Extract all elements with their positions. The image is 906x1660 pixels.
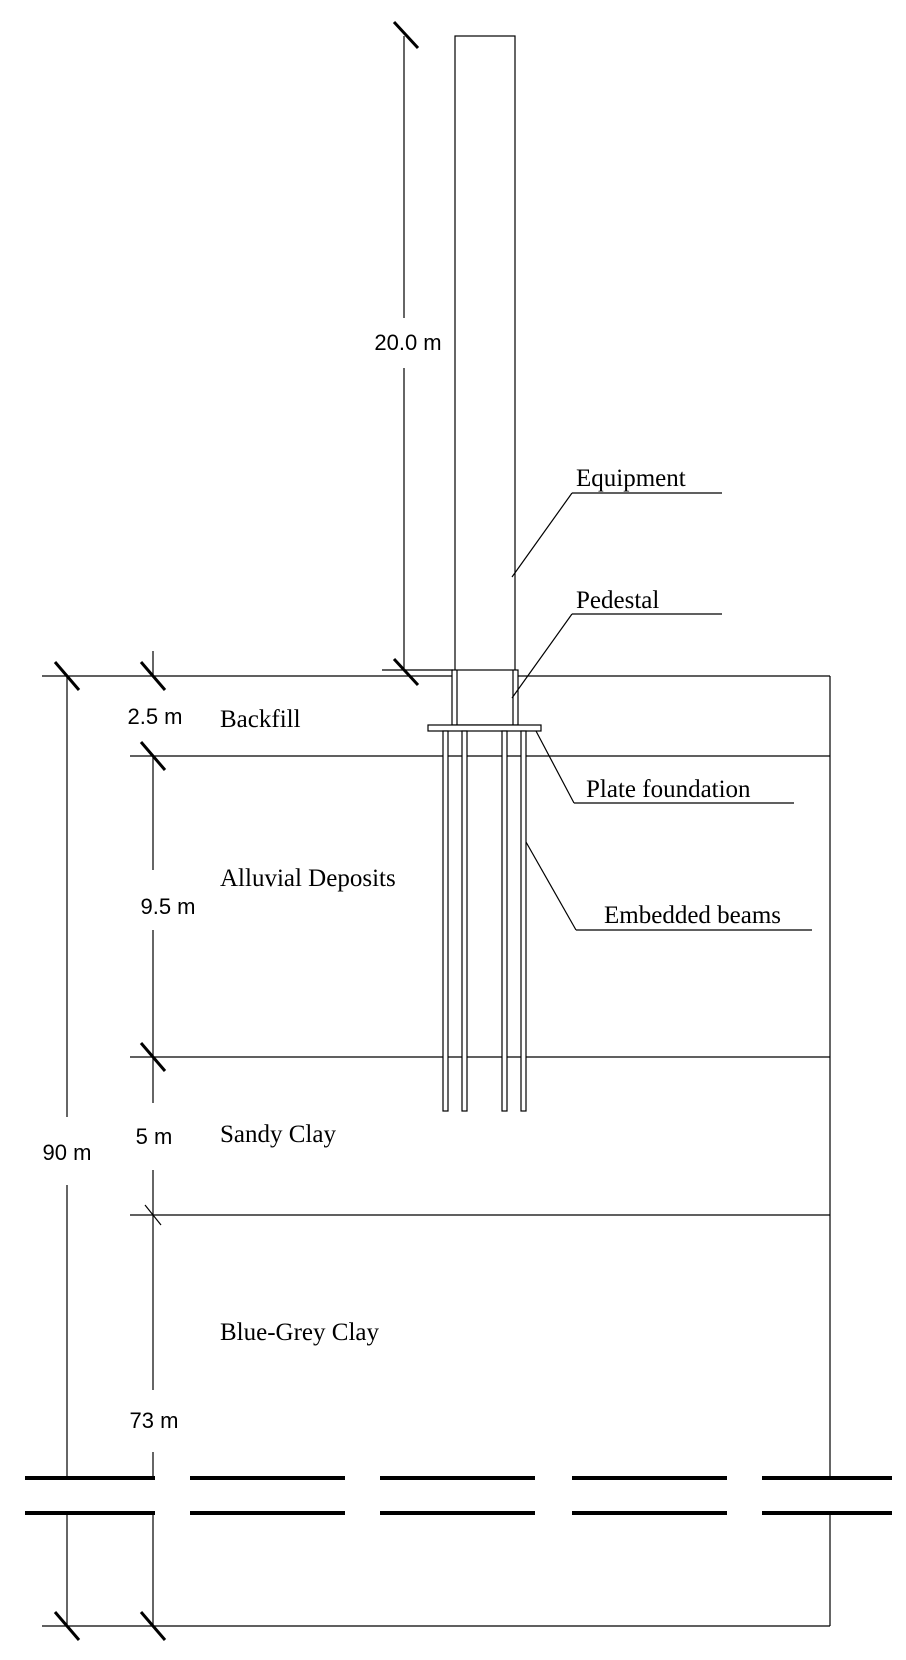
dimension-label-equipment-height: 20.0 m: [374, 330, 441, 355]
dimension-label-alluvial: 9.5 m: [140, 894, 195, 919]
equipment: [454, 35, 516, 673]
layer-boundaries: [130, 755, 830, 1216]
callout-embedded-beams: Embedded beams: [525, 841, 812, 931]
embedded-beam: [501, 730, 508, 1112]
break-lines: [25, 1476, 892, 1515]
layer-label-sandy-clay: Sandy Clay: [220, 1121, 336, 1148]
callout-equipment: Equipment: [511, 465, 722, 578]
embedded-beam: [442, 730, 449, 1112]
layer-label-alluvial: Alluvial Deposits: [220, 865, 396, 892]
layer-label-backfill: Backfill: [220, 706, 301, 733]
dimension-total-depth: 90 m: [43, 661, 92, 1641]
dimension-label-total-depth: 90 m: [43, 1140, 92, 1165]
embedded-beam: [520, 730, 527, 1112]
plate-foundation: [427, 724, 542, 732]
callout-pedestal: Pedestal: [511, 587, 722, 699]
dimension-label-backfill: 2.5 m: [127, 704, 182, 729]
dimension-layers: 2.5 m 9.5 m 5 m 73 m: [127, 651, 196, 1641]
embedded-beam: [461, 730, 468, 1112]
pedestal: [451, 669, 519, 726]
callout-label-equipment: Equipment: [576, 465, 686, 492]
callout-plate-foundation: Plate foundation: [535, 730, 794, 804]
layer-label-blue-grey-clay: Blue-Grey Clay: [220, 1319, 379, 1346]
layer-labels: Backfill Alluvial Deposits Sandy Clay Bl…: [220, 706, 396, 1346]
callout-label-pedestal: Pedestal: [576, 587, 659, 614]
dimension-label-sandy-clay: 5 m: [136, 1124, 173, 1149]
dimension-label-blue-grey-clay: 73 m: [130, 1408, 179, 1433]
dimension-equipment-height: 20.0 m: [374, 20, 453, 687]
embedded-beams: [442, 730, 527, 1112]
callout-label-embedded-beams: Embedded beams: [604, 902, 781, 929]
soil-domain: [42, 675, 831, 1627]
callout-label-plate-foundation: Plate foundation: [586, 776, 751, 803]
